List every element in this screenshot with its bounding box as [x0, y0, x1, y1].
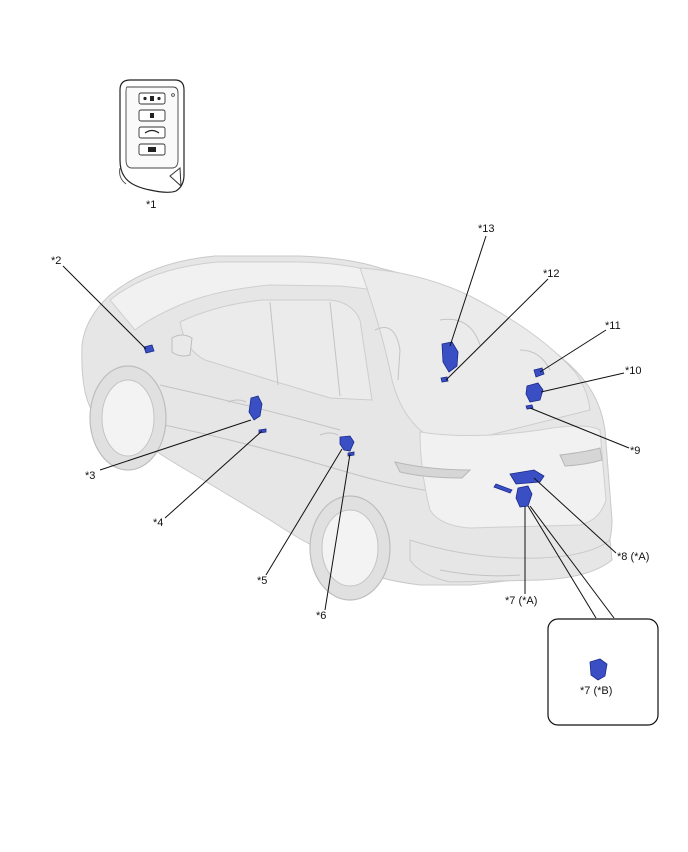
highlighted-parts — [143, 341, 545, 508]
part-3 — [248, 395, 263, 421]
callout-13: *13 — [478, 223, 495, 235]
callout-9: *9 — [630, 445, 640, 457]
part-13 — [441, 341, 459, 373]
callout-labels: *1 *2 *3 *4 *5 *6 *7 (*A) *8 (*A) *9 *10… — [51, 199, 649, 697]
part-6 — [347, 451, 355, 457]
part-12 — [440, 376, 449, 383]
part-8a — [509, 469, 545, 485]
part-8a-cable — [493, 483, 513, 494]
part-2 — [143, 344, 155, 354]
callout-10: *10 — [625, 365, 642, 377]
part-5 — [339, 435, 355, 452]
vehicle-illustration — [81, 255, 613, 601]
callout-4: *4 — [153, 517, 163, 529]
callout-3: *3 — [85, 470, 95, 482]
callout-12: *12 — [543, 268, 560, 280]
leader-lines — [62, 235, 630, 619]
smart-key-illustration — [119, 79, 185, 193]
callout-7a: *7 (*A) — [505, 595, 537, 607]
part-11 — [533, 367, 545, 378]
part-7b — [589, 658, 608, 681]
callout-5: *5 — [257, 575, 267, 587]
callout-2: *2 — [51, 255, 61, 267]
callout-6: *6 — [316, 610, 326, 622]
inset-box-7b — [547, 618, 659, 726]
callout-11: *11 — [605, 320, 621, 332]
callout-8a: *8 (*A) — [617, 551, 649, 563]
part-10 — [525, 382, 544, 403]
callout-1: *1 — [146, 199, 156, 211]
callout-7b: *7 (*B) — [580, 685, 612, 697]
